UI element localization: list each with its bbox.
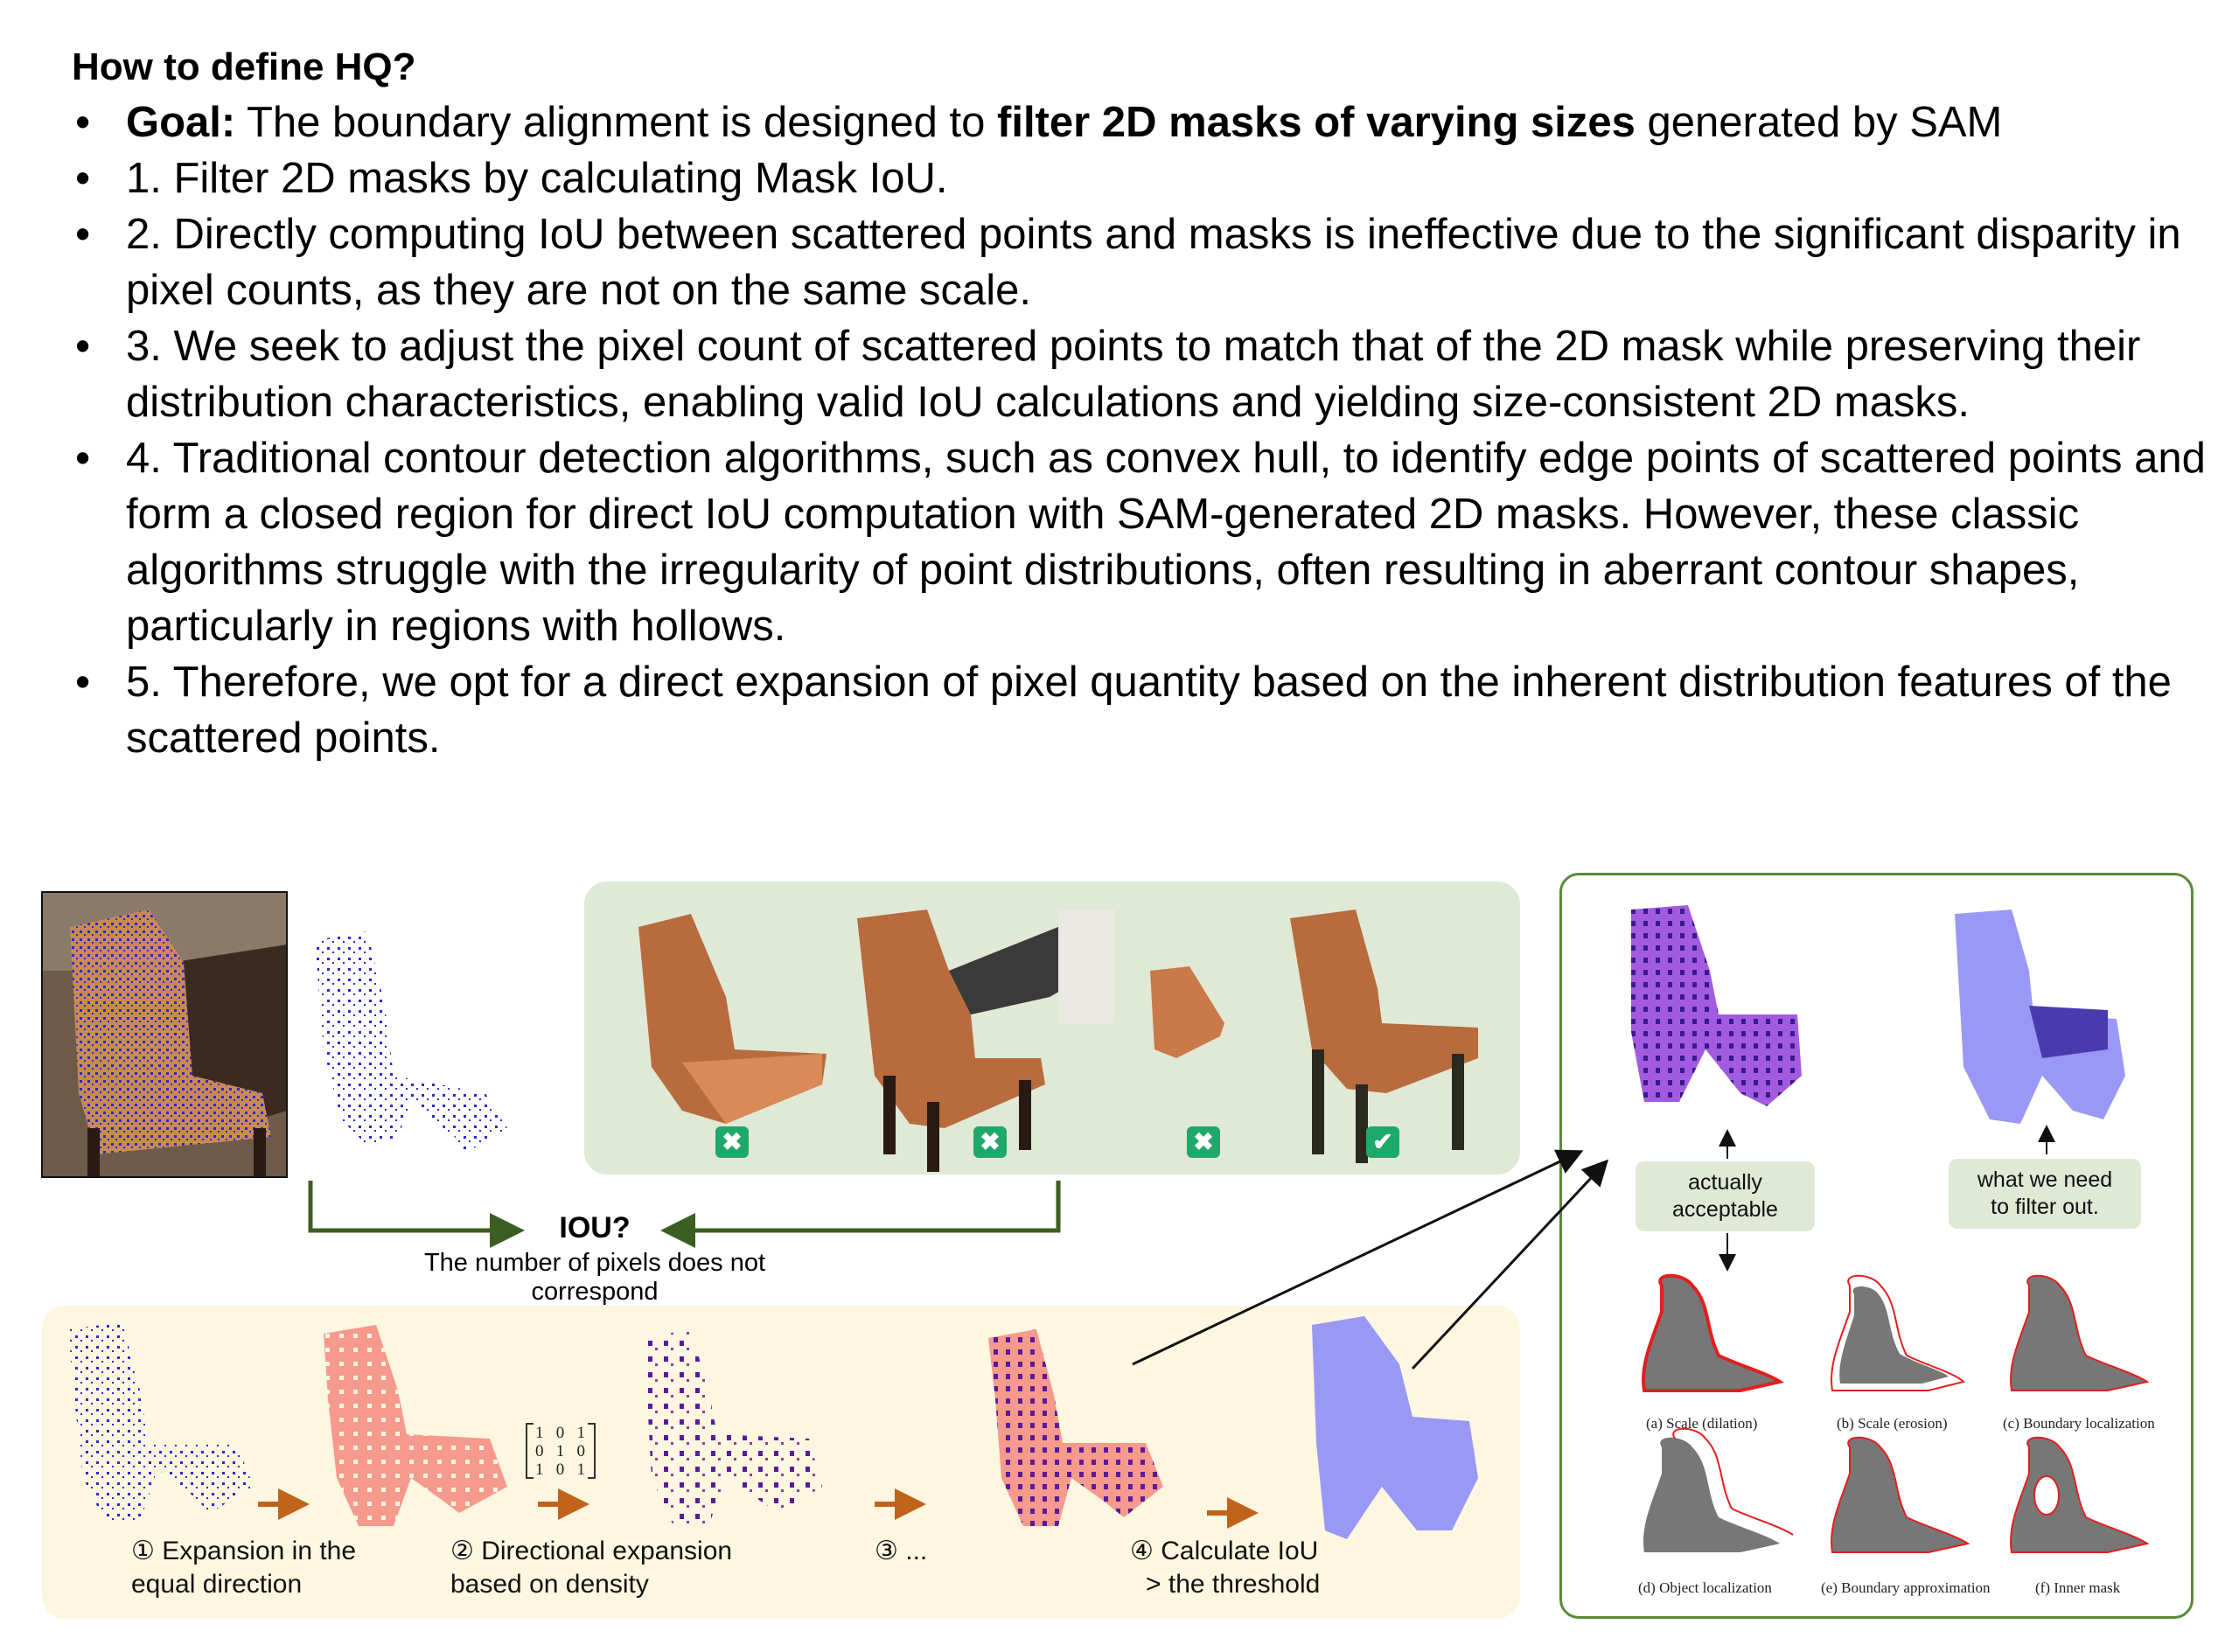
step-pink-purple-mask [988,1329,1163,1526]
dog-a [1642,1273,1785,1392]
note-acceptable-line-1: actually [1688,1170,1762,1195]
note-filter-out: what we need to filter out. [1949,1159,2141,1229]
iou-arrows [308,1181,1061,1248]
caption-a: (a) Scale (dilation) [1646,1415,1758,1432]
caption-d: (d) Object localization [1638,1579,1772,1596]
note-filter-line-2: to filter out. [1991,1195,2099,1219]
step-2-line-2: based on density [450,1570,649,1599]
step-lavender-mask [1312,1316,1478,1539]
step-4-label: ④ Calculate IoU > the threshold [1130,1535,1320,1601]
bullet-1: 1. Filter 2D masks by calculating Mask I… [72,150,2206,206]
step-pink-mask [324,1325,507,1526]
goal-text-bold: filter 2D masks of varying sizes [997,99,1636,146]
note-acceptable-line-2: acceptable [1672,1197,1778,1222]
step-3-label: ③ ... [875,1537,928,1565]
goal-text-pre: The boundary alignment is designed to [235,99,998,146]
step-2-line-1: ② Directional expansion [450,1537,733,1565]
bullet-5: 5. Therefore, we opt for a direct expans… [72,654,2206,766]
step-arrows [258,1488,1259,1529]
iou-subtitle: The number of pixels does not correspond [423,1249,766,1306]
scattered-points [315,931,507,1154]
candidate-chair-4 [1290,910,1478,1163]
goal-text-post: generated by SAM [1635,99,2003,146]
bullet-2: 2. Directly computing IoU between scatte… [72,206,2206,318]
caption-e: (e) Boundary approximation [1821,1579,1991,1596]
slide-heading: How to define HQ? [72,45,416,88]
step-4-line-1: ④ Calculate IoU [1130,1537,1319,1565]
candidate-chair-3 [1150,966,1224,1058]
dog-f [2010,1436,2150,1553]
step-purple-sparse [643,1329,822,1526]
candidate-chair-1 [638,914,827,1124]
iou-title: IOU? [559,1211,631,1244]
bullet-4: 4. Traditional contour detection algorit… [72,430,2206,654]
note-arrows [1719,1125,2055,1272]
expansion-matrix [526,1423,596,1479]
bullet-list: Goal: The boundary alignment is designed… [72,94,2206,766]
step-1-label: ① Expansion in the equal direction [131,1535,356,1601]
step-1-line-2: equal direction [131,1570,303,1599]
result-arrows [1132,1149,1609,1370]
matrix-row-3: 1 0 1 [535,1460,585,1479]
step-4-line-2: > the threshold [1146,1570,1321,1599]
caption-b: (b) Scale (erosion) [1837,1415,1948,1432]
step-points [68,1322,254,1522]
accept-mark: ✔ [1366,1126,1399,1158]
reject-mark-1: ✖ [715,1126,749,1158]
dog-d [1643,1427,1794,1552]
acceptable-mask [1631,905,1802,1106]
caption-f: (f) Inner mask [2035,1579,2121,1596]
goal-label: Goal: [126,99,236,146]
matrix-row-1: 1 0 1 [535,1424,585,1442]
reject-mark-2: ✖ [973,1126,1007,1158]
photo-with-points [41,891,288,1178]
dog-c [2010,1274,2150,1391]
text-block: How to define HQ? Goal: The boundary ali… [72,42,2206,766]
bullet-goal: Goal: The boundary alignment is designed… [72,94,2206,150]
dog-e [1831,1436,1970,1553]
filter-out-mask [1955,910,2125,1124]
dog-b [1831,1274,1965,1391]
matrix-row-2: 0 1 0 [535,1442,585,1460]
candidate-chair-2 [857,910,1115,1172]
step-1-line-1: ① Expansion in the [131,1537,357,1565]
reject-mark-3: ✖ [1187,1126,1220,1158]
bullet-3: 3. We seek to adjust the pixel count of … [72,318,2206,430]
step-2-label: ② Directional expansion based on density [450,1535,732,1601]
caption-c: (c) Boundary localization [2003,1415,2155,1432]
note-filter-line-1: what we need [1977,1168,2113,1192]
